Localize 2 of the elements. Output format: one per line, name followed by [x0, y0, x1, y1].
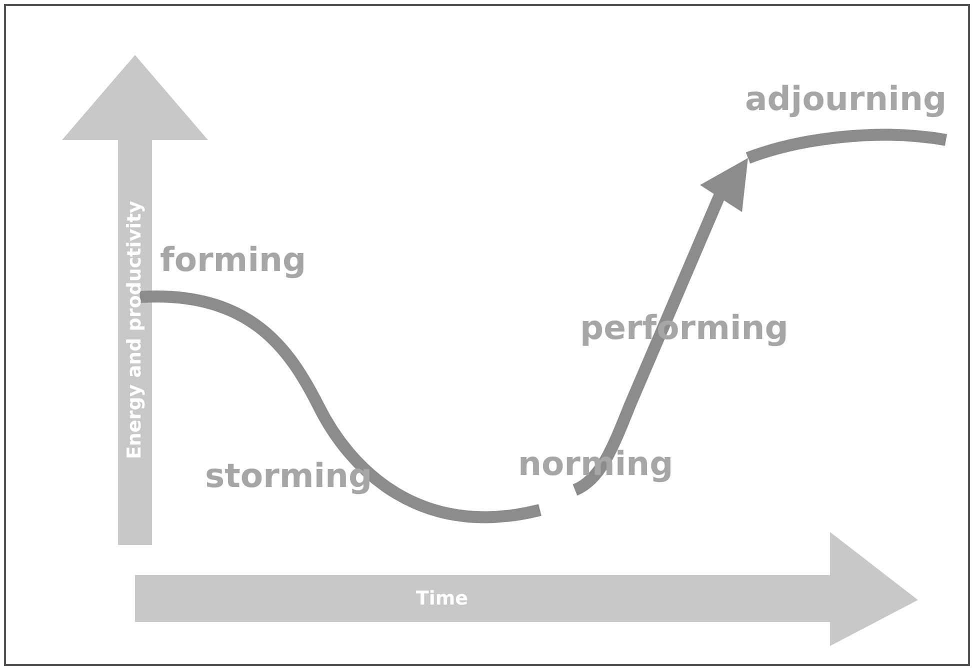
stage-label: adjourning [745, 82, 947, 115]
stage-label: forming [160, 243, 306, 276]
